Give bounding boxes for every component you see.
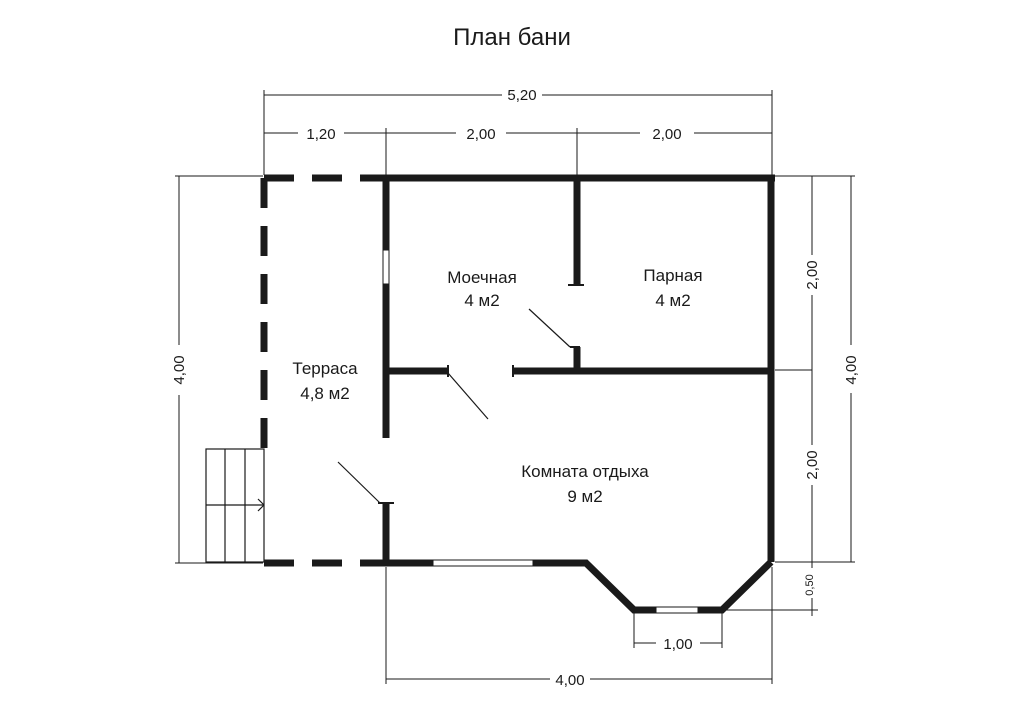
dim-label-left-total: 4,00 [171,355,188,384]
stairs [205,448,265,563]
dim-top-total: 5,20 [263,87,773,175]
room-name-terrasa: Терраса [292,359,358,378]
walls [260,174,775,614]
door-swing-main [447,372,489,420]
dim-label-top-3: 2,00 [652,126,681,143]
dim-label-top-total: 5,20 [507,87,536,104]
dim-label-top-2: 2,00 [466,126,495,143]
dim-label-right-total: 4,00 [843,355,860,384]
dim-bay-width: 1,00 [633,612,723,653]
dim-label-right-lower: 2,00 [804,450,821,479]
room-labels: Моечная 4 м2 Парная 4 м2 Терраса 4,8 м2 … [292,266,702,506]
window-left [382,249,390,285]
dim-top-segments: 1,20 2,00 2,00 [264,126,772,175]
dim-bottom-total: 4,00 [385,567,773,689]
dim-label-bottom-total: 4,00 [555,672,584,689]
dim-label-bay-width: 1,00 [663,636,692,653]
dim-left-total: 4,00 [171,175,263,564]
window-bay [655,606,699,614]
doors [337,284,584,504]
dim-label-bay-depth: 0,50 [804,574,816,595]
room-name-komnata: Комната отдыха [521,462,649,481]
wall-bottom-bay [533,559,774,614]
room-area-moechnaya: 4 м2 [464,291,499,310]
room-area-terrasa: 4,8 м2 [300,384,350,403]
room-name-moechnaya: Моечная [447,268,517,287]
plan-title: План бани [453,24,571,51]
door-swing-terrace [337,461,381,504]
dim-label-right-upper: 2,00 [804,260,821,289]
room-name-parnaya: Парная [643,266,702,285]
window-bottom [432,559,534,567]
room-area-komnata: 9 м2 [567,487,602,506]
dim-right: 2,00 2,00 0,50 4,00 [722,175,860,616]
windows [382,249,699,614]
door-swing-steam [528,308,571,348]
dim-label-top-1: 1,20 [306,126,335,143]
room-area-parnaya: 4 м2 [655,291,690,310]
